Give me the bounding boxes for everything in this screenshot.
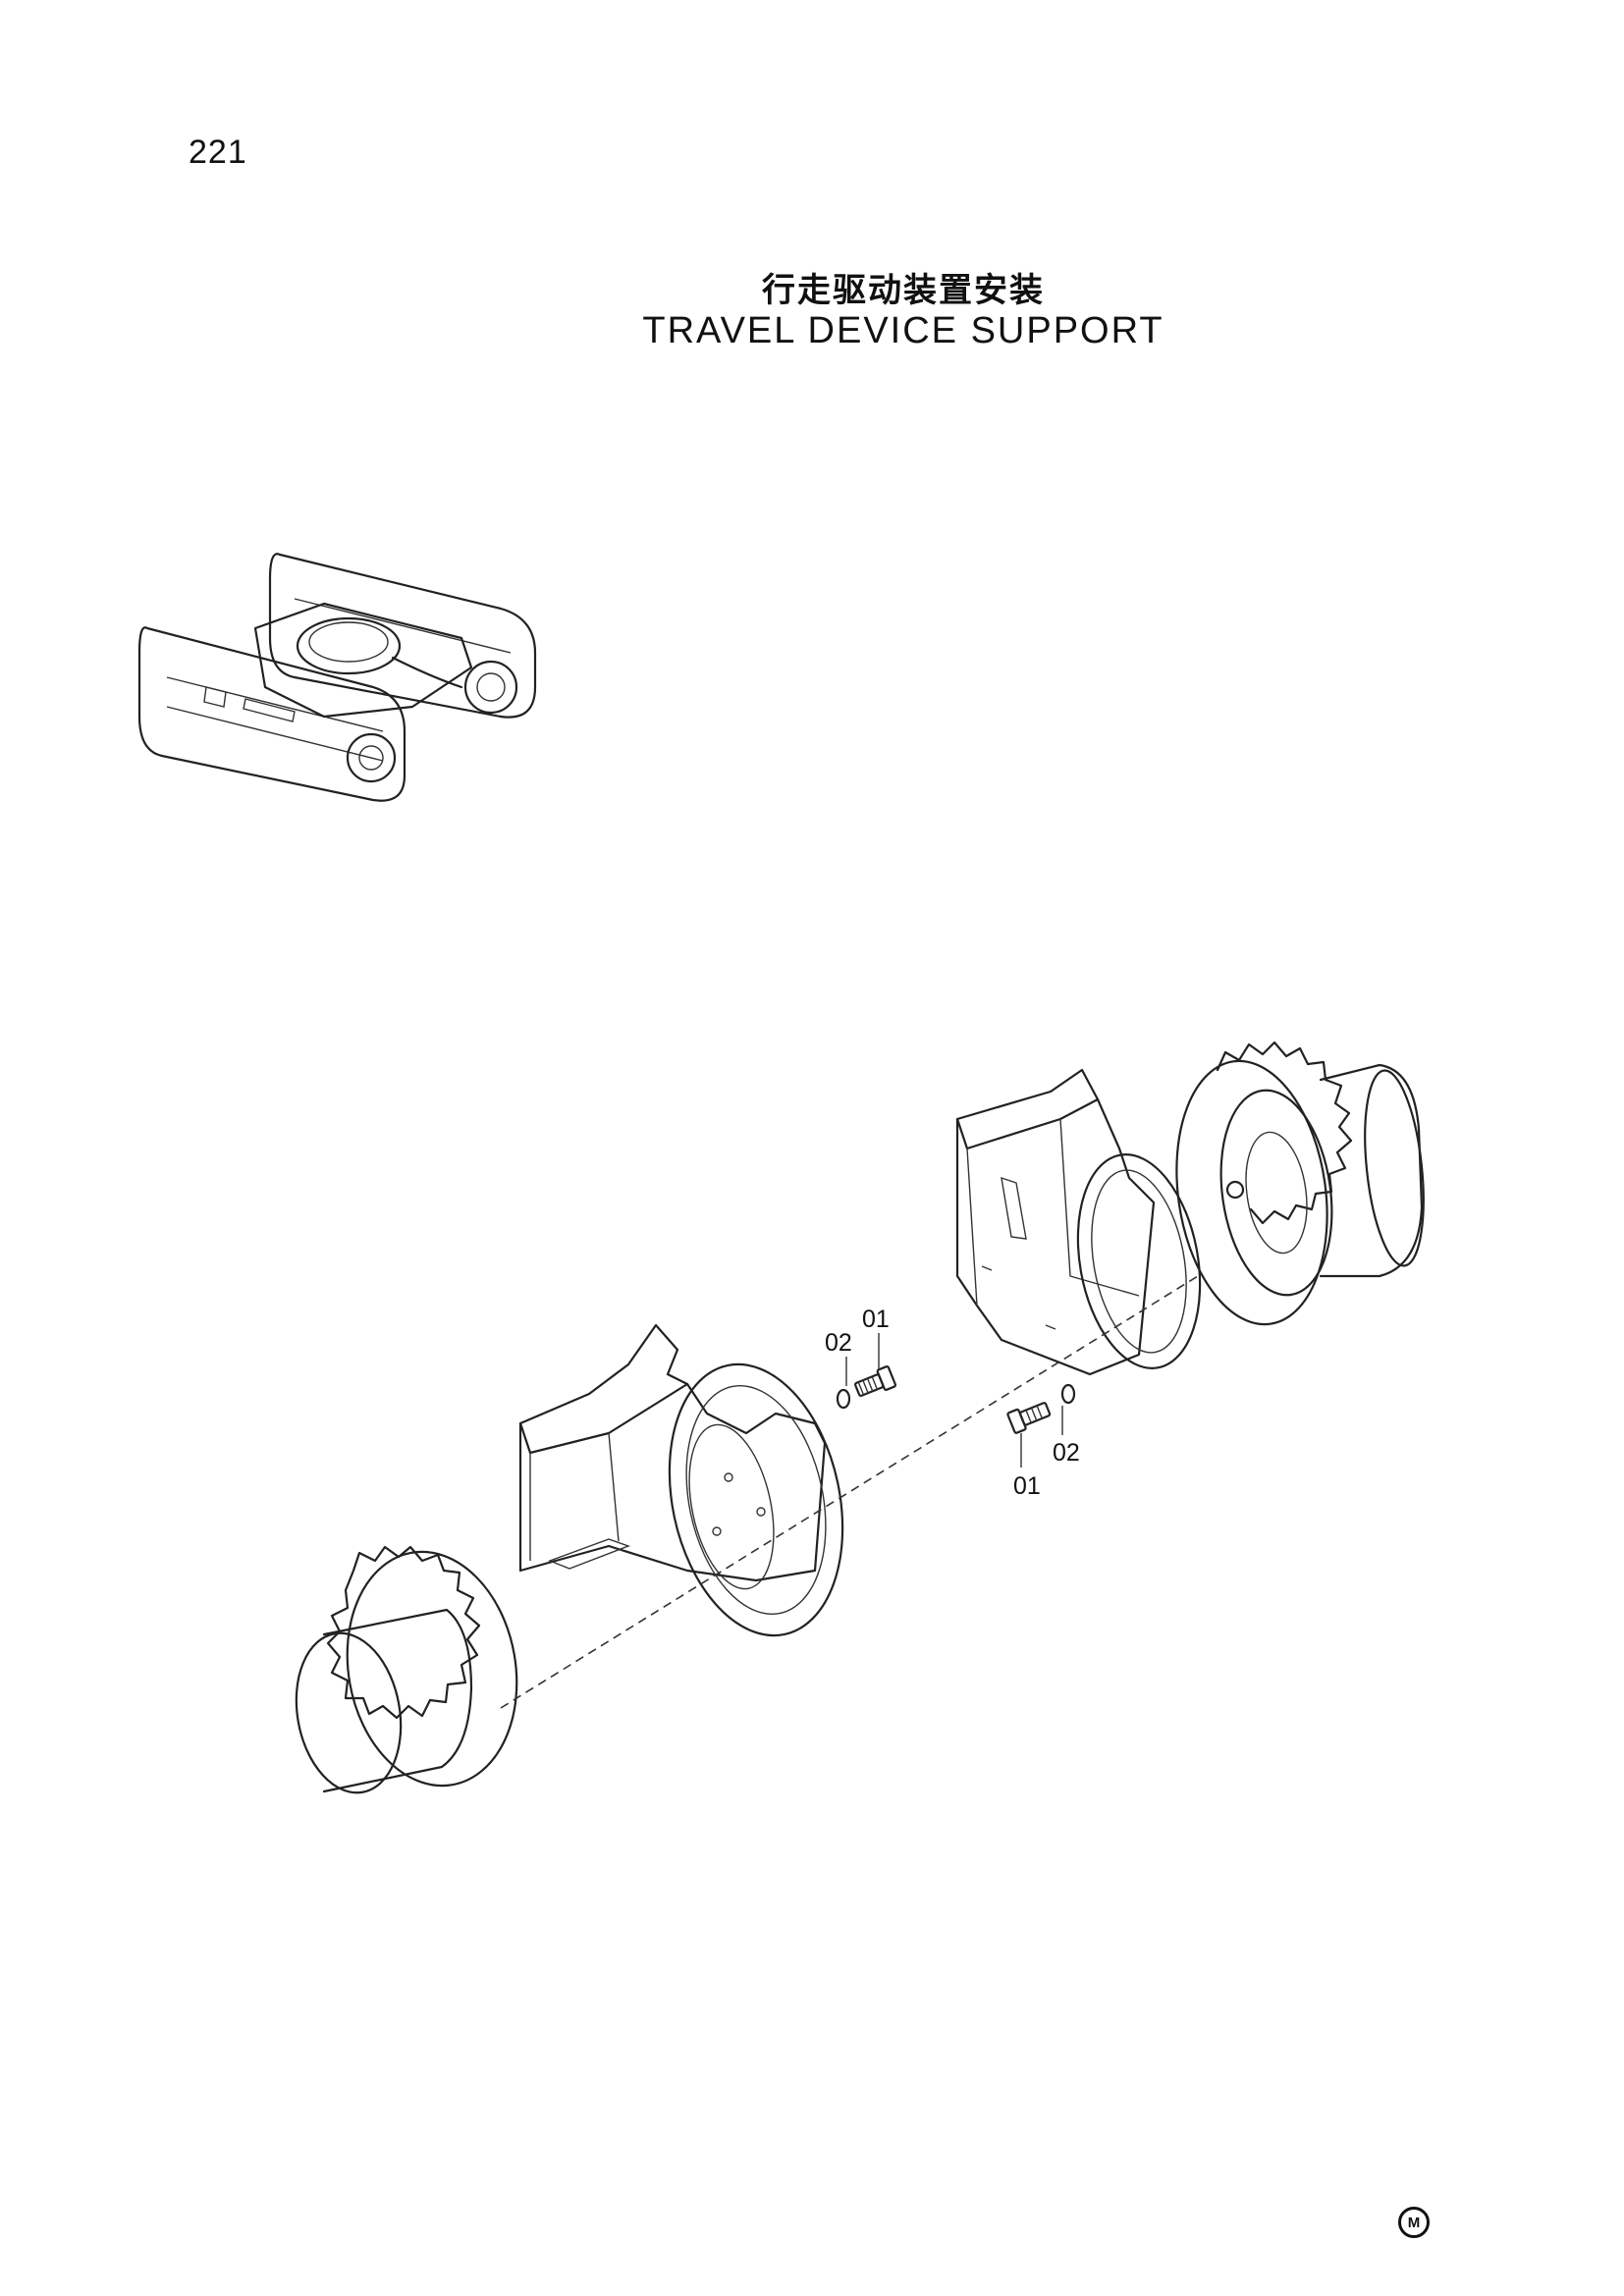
page-number: 221 (189, 133, 247, 171)
page-title-english: TRAVEL DEVICE SUPPORT (642, 310, 1164, 351)
right-frame-bracket (955, 1068, 1202, 1376)
upper-bolt-callout: 01 02 (825, 1306, 897, 1410)
undercarriage-overview (137, 553, 537, 802)
upper-callout-01: 01 (862, 1306, 890, 1333)
right-travel-motor (1175, 1041, 1425, 1326)
page-title-chinese: 行走驱动装置安装 (762, 271, 1045, 310)
left-travel-motor (295, 1545, 518, 1794)
lower-callout-01: 01 (1013, 1472, 1041, 1500)
upper-callout-02: 02 (825, 1329, 852, 1357)
left-frame-bracket (518, 1323, 844, 1637)
lower-callout-02: 02 (1053, 1439, 1080, 1467)
assembly-line (500, 1275, 1199, 1709)
lower-bolt-callout: 01 02 (1006, 1383, 1080, 1500)
manual-mark-badge: M (1398, 2207, 1430, 2238)
